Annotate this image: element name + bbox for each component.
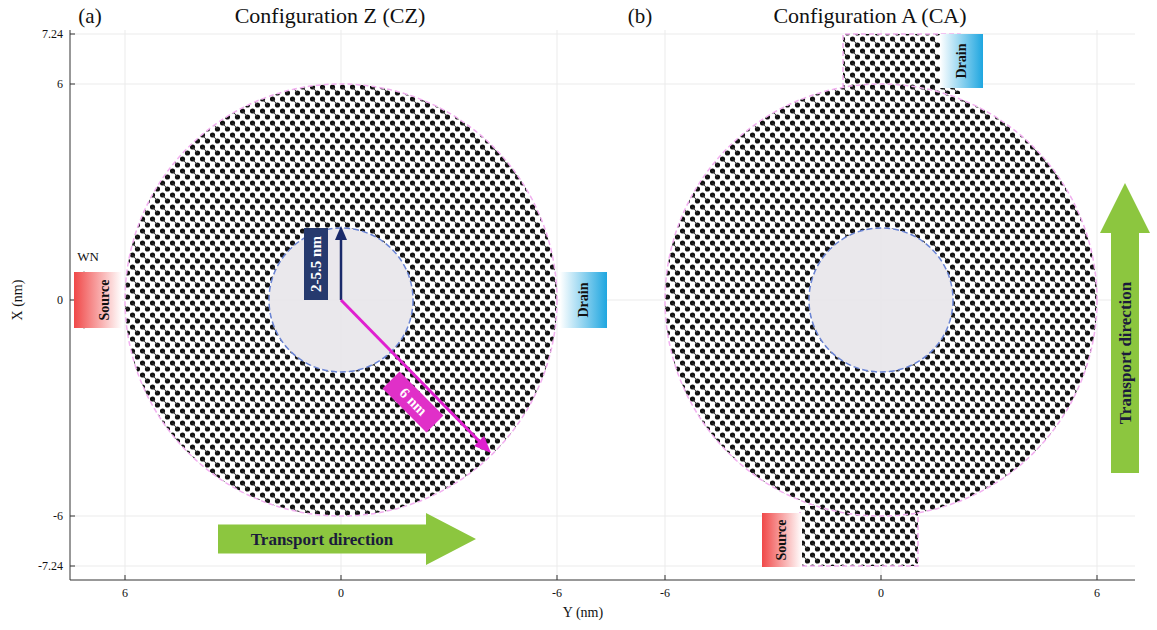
node-text: Source xyxy=(98,280,112,321)
node-text: Drain xyxy=(577,283,591,318)
tick-label: -6 xyxy=(53,510,63,522)
node-text: 2-5.5 nm xyxy=(309,236,324,292)
tick-label: 6 xyxy=(1094,587,1100,599)
arrow-body xyxy=(218,513,476,565)
ring-lattice-z xyxy=(120,80,562,522)
tick-label: 6 xyxy=(122,587,128,599)
drain-lead: Drain xyxy=(560,272,607,328)
panel-letter: (a) xyxy=(78,6,101,27)
tick-label: -7.24 xyxy=(38,560,63,572)
node-text: Drain xyxy=(955,44,969,79)
transport-arrow: Transport direction xyxy=(1100,183,1150,473)
transport-arrow: Transport direction xyxy=(218,513,476,565)
tick-label: -6 xyxy=(552,587,562,599)
radius-arrows xyxy=(335,226,491,453)
source-lead: Source xyxy=(762,513,802,567)
tick-label: 7.24 xyxy=(42,28,63,40)
panel-title: Configuration A (CA) xyxy=(773,5,966,27)
tick-label: 6 xyxy=(57,78,63,90)
panel-title: Configuration Z (CZ) xyxy=(235,5,426,27)
panel-letter: (b) xyxy=(628,6,653,27)
axes xyxy=(70,30,1135,580)
arrow-body xyxy=(1100,183,1150,473)
tick-label: 0 xyxy=(338,587,344,599)
node-text: Source xyxy=(775,520,789,561)
width-label: WN xyxy=(77,250,99,263)
tick-label: -6 xyxy=(660,587,670,599)
ring-lattice-a xyxy=(660,30,1102,570)
source-lead: Source xyxy=(74,272,122,328)
grid xyxy=(70,30,1135,580)
drain-lead: Drain xyxy=(940,34,983,88)
axis-title: X (nm) xyxy=(11,280,25,321)
node-text: Transport direction xyxy=(1117,282,1134,424)
node-text: Transport direction xyxy=(251,531,393,548)
tick-label: 0 xyxy=(878,587,884,599)
tick-label: 0 xyxy=(57,294,63,306)
axis-title: Y (nm) xyxy=(563,606,603,620)
inner-radius-label: 2-5.5 nm xyxy=(304,228,328,300)
